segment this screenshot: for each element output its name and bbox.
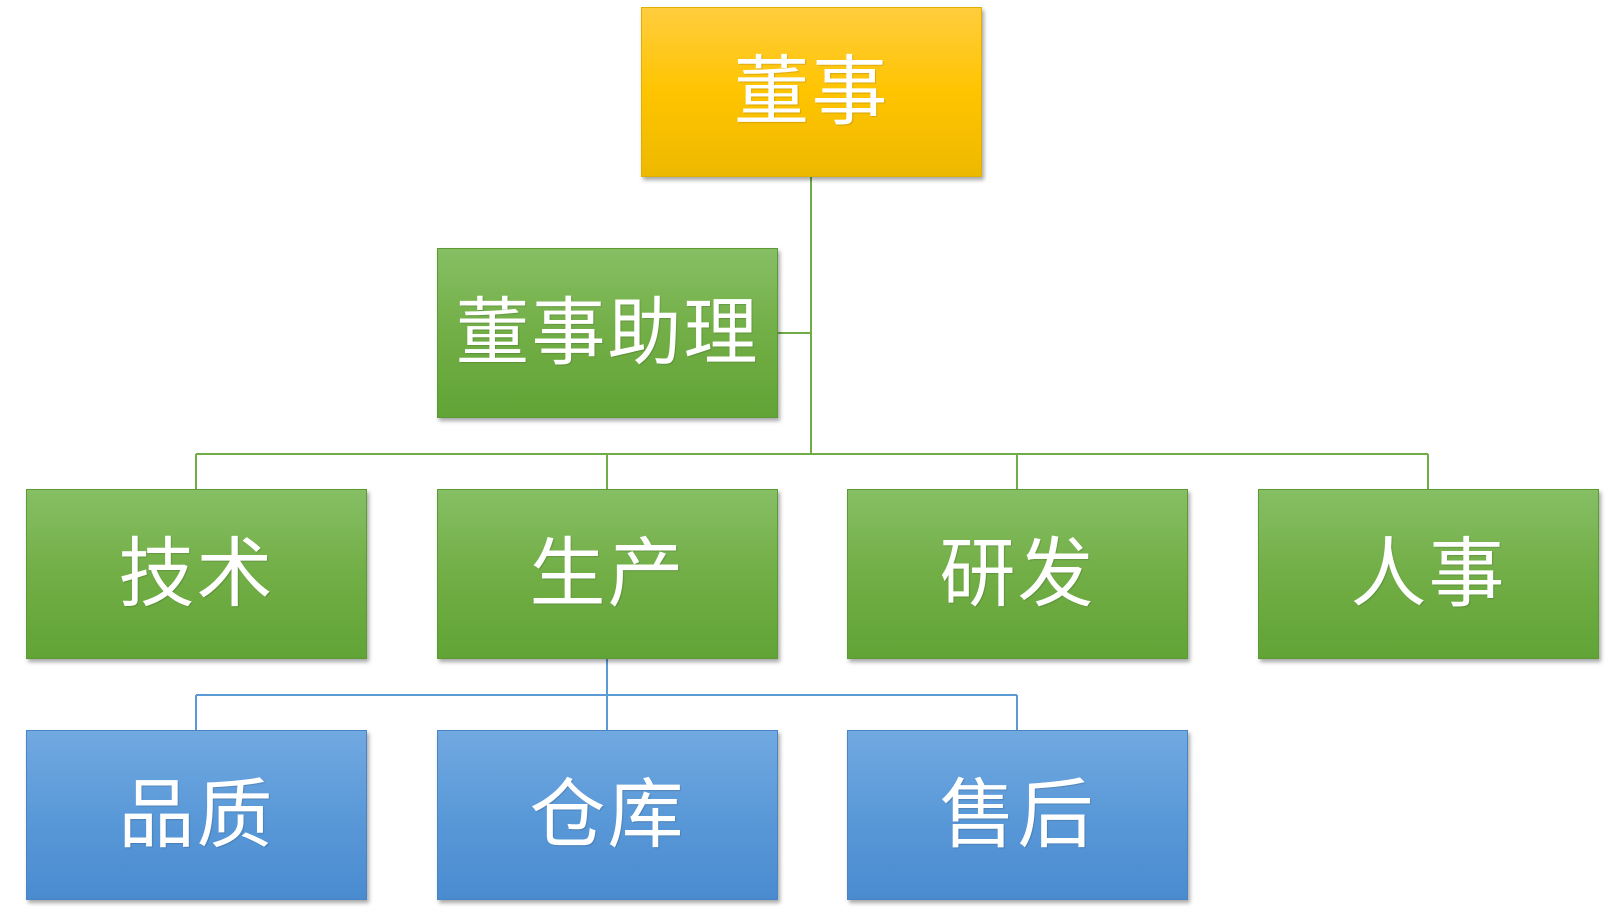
node-chairman-assistant: 董事助理 xyxy=(437,248,778,418)
node-label: 技术 xyxy=(118,529,275,618)
node-label: 人事 xyxy=(1350,529,1507,618)
node-unit-warehouse: 仓库 xyxy=(437,730,778,900)
lower-connectors xyxy=(195,659,1018,730)
upper-connectors xyxy=(195,177,1429,489)
node-chairman: 董事 xyxy=(641,7,982,177)
node-label: 董事助理 xyxy=(455,290,760,376)
node-department-tech: 技术 xyxy=(26,489,367,659)
node-label: 生产 xyxy=(529,529,686,618)
node-label: 售后 xyxy=(939,770,1096,859)
node-label: 仓库 xyxy=(529,770,686,859)
node-unit-quality: 品质 xyxy=(26,730,367,900)
node-label: 品质 xyxy=(118,770,275,859)
node-department-hr: 人事 xyxy=(1258,489,1599,659)
node-department-rnd: 研发 xyxy=(847,489,1188,659)
node-department-production: 生产 xyxy=(437,489,778,659)
node-unit-after-sales: 售后 xyxy=(847,730,1188,900)
node-label: 研发 xyxy=(939,529,1096,618)
node-label: 董事 xyxy=(733,47,890,136)
